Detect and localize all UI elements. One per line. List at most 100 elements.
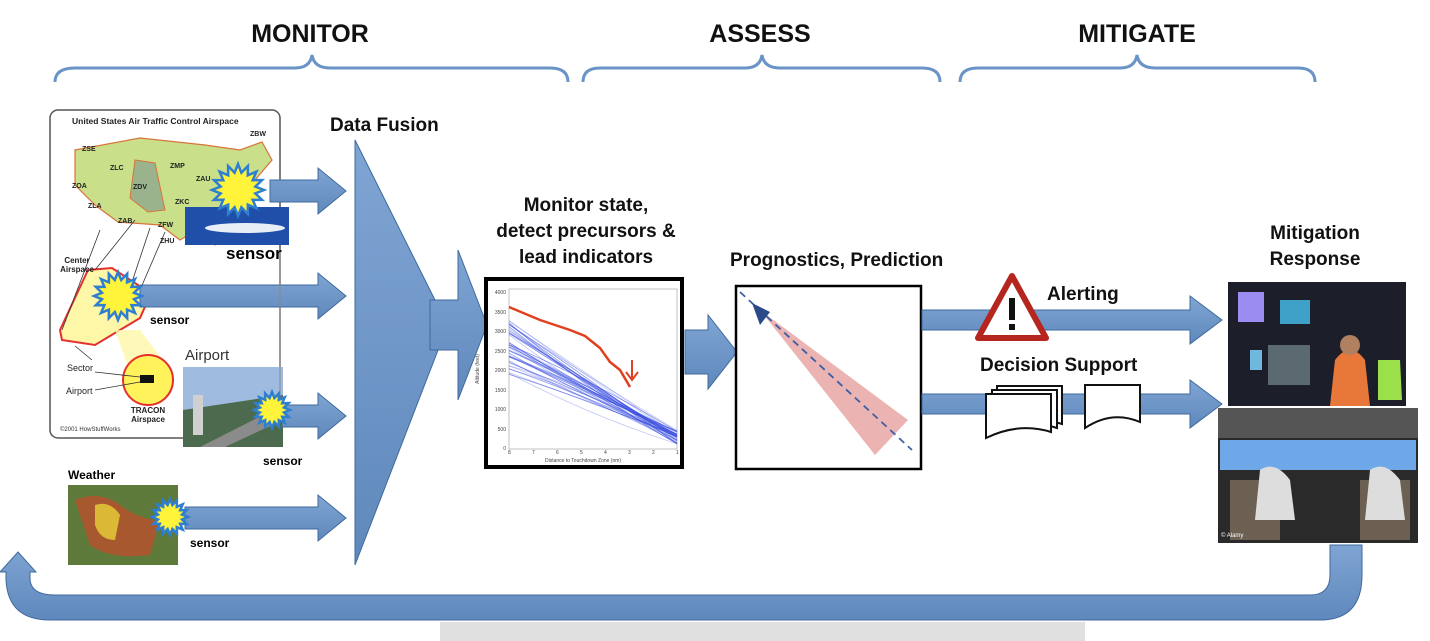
nominal-trace <box>508 360 678 435</box>
nominal-trace <box>508 332 678 442</box>
center-label: ZHU <box>160 238 175 245</box>
arrow-alerting <box>921 295 1223 345</box>
chart-xtick: 1 <box>676 450 679 456</box>
nominal-trace <box>508 326 678 438</box>
chart-ytick: 4000 <box>494 290 506 296</box>
prognostics-label: Prognostics, Prediction <box>730 250 944 271</box>
output-arrows <box>921 295 1223 429</box>
center-label: ZKC <box>175 199 190 206</box>
precursor-trace <box>508 305 632 388</box>
nominal-trace <box>508 322 678 445</box>
sensor-label-weather: sensor <box>190 536 230 550</box>
weather-label: Weather <box>68 468 116 482</box>
document-stack-icon <box>985 385 1063 440</box>
phase-monitor: MONITOR <box>251 20 369 48</box>
prediction-cone <box>760 310 908 455</box>
nominal-trace <box>508 324 678 445</box>
sensor-label-aircraft: sensor <box>226 244 282 263</box>
atc-control-room-photo <box>1228 282 1406 406</box>
monitor-state-label: Monitor state, detect precursors & lead … <box>496 195 676 268</box>
photo-credit: © Alamy <box>1221 533 1244 539</box>
brace-mitigate <box>958 54 1317 83</box>
predicted-trajectory <box>739 291 913 451</box>
center-label: ZOA <box>72 183 87 190</box>
nominal-trace <box>508 320 678 436</box>
chart-xtick: 4 <box>604 450 607 456</box>
trajectory-arrow-icon <box>752 303 770 325</box>
phase-braces <box>53 54 1317 83</box>
down-arrow-icon <box>625 360 639 382</box>
input-arrows <box>139 166 347 543</box>
center-label: ZLC <box>110 165 124 172</box>
arrow-decision-support <box>921 379 1223 429</box>
tracon-label: TRACON Airspace <box>130 406 166 424</box>
mitigation-response-label: Mitigation Response <box>1269 223 1361 270</box>
center-label: ZMP <box>170 163 185 170</box>
cockpit-photo <box>1218 408 1418 543</box>
chart-xtick: 6 <box>556 450 559 456</box>
center-label: ZAB <box>118 218 133 225</box>
nominal-trace <box>508 324 678 431</box>
nominal-trace <box>508 342 678 441</box>
footer-bar <box>440 622 1085 641</box>
sector-label: Sector <box>67 363 94 373</box>
data-fusion-label: Data Fusion <box>330 115 439 136</box>
chart-xtick: 3 <box>628 450 631 456</box>
nominal-trace <box>508 343 678 432</box>
nominal-trace <box>508 331 678 437</box>
chart-xtick: 7 <box>532 450 535 456</box>
center-label: ZSE <box>82 146 96 153</box>
phase-mitigate: MITIGATE <box>1078 20 1196 48</box>
feedback-loop-arrow <box>0 544 1363 621</box>
nominal-trace <box>508 328 678 441</box>
chart-ytick: 1000 <box>494 407 506 413</box>
nominal-trace <box>508 349 678 436</box>
arrow-weather <box>184 493 347 543</box>
chart-xtick: 8 <box>508 450 511 456</box>
nominal-trace <box>508 344 678 437</box>
airplane-icon <box>205 223 285 233</box>
chart-ytick: 2000 <box>494 368 506 374</box>
arrow-to-prediction <box>684 313 738 391</box>
nominal-trace <box>508 355 678 433</box>
nominal-trace <box>508 372 678 436</box>
chart-ytick: 3000 <box>494 329 506 335</box>
chart-ytick: 2500 <box>494 348 506 355</box>
arrow-aircraft <box>269 166 347 216</box>
nominal-trace <box>508 344 678 444</box>
sun-burst-icon <box>250 388 294 432</box>
nominal-trace <box>508 372 678 445</box>
data-fusion-funnel <box>354 139 488 566</box>
center-airspace-label: Center Airspace <box>60 256 94 274</box>
nominal-trace <box>508 346 678 437</box>
chart-ylabel: Altitude (feet) <box>475 354 481 384</box>
chart-xlabel: Distance to Touchdown Zone (nm) <box>545 458 622 464</box>
nominal-trace <box>508 320 678 436</box>
warning-icon <box>975 273 1049 341</box>
sun-burst-icon <box>148 495 192 539</box>
nominal-trace <box>508 334 678 442</box>
center-label: ZAU <box>196 176 211 183</box>
chart-xtick: 2 <box>652 450 655 456</box>
center-label: ZFW <box>158 222 174 229</box>
arrow-center <box>139 271 347 321</box>
brace-assess <box>581 54 942 83</box>
map-airport-label: Airport <box>66 386 93 396</box>
airport-label: Airport <box>185 347 230 364</box>
nominal-trace <box>508 344 678 432</box>
chart-ytick: 3500 <box>494 309 506 316</box>
chart-ytick: 0 <box>503 446 506 452</box>
prediction-box <box>734 284 923 471</box>
center-label: ZBW <box>250 131 266 138</box>
sensor-label-airport: sensor <box>263 454 303 468</box>
nominal-trace <box>508 360 678 440</box>
nominal-trace <box>508 368 678 438</box>
nominal-trace <box>508 365 678 433</box>
chart-xtick: 5 <box>580 450 583 456</box>
map-title: United States Air Traffic Control Airspa… <box>72 116 239 126</box>
brace-monitor <box>53 54 570 83</box>
document-icon <box>1084 384 1141 430</box>
sensor-label-center: sensor <box>150 313 190 327</box>
nominal-trace <box>508 355 678 444</box>
